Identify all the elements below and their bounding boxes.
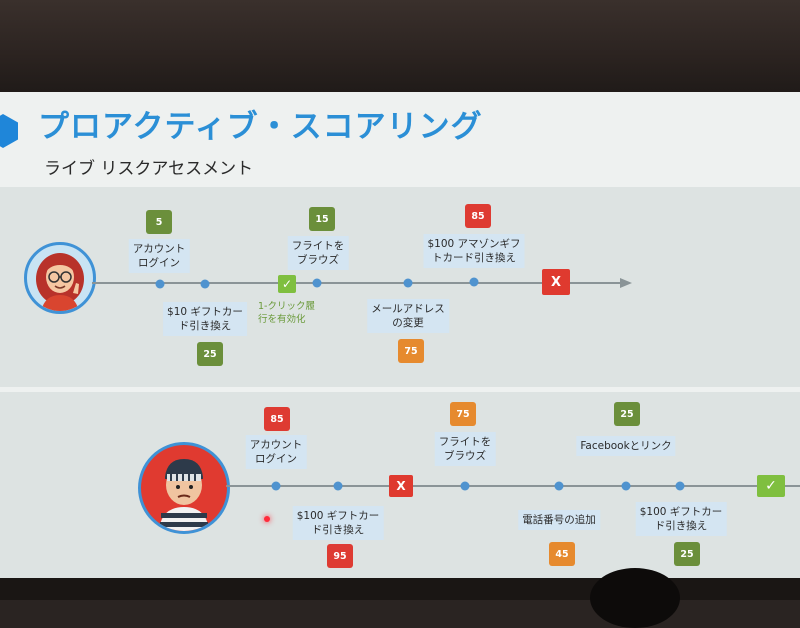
user-avatar: [24, 242, 96, 314]
timeline-node: [460, 481, 470, 491]
timeline-node: [200, 279, 210, 289]
slide-title: プロアクティブ・スコアリング: [38, 109, 483, 145]
timeline-node: [333, 481, 343, 491]
timeline-node: [271, 481, 281, 491]
room-floor: [0, 578, 800, 600]
laser-pointer-dot: [264, 516, 270, 522]
fraudster-avatar: [138, 442, 230, 534]
risk-score-badge: 85: [264, 407, 290, 431]
risk-score-badge: 95: [327, 544, 353, 568]
timeline-node: [403, 278, 413, 288]
event-label: アカウント ログイン: [128, 239, 190, 273]
risk-score-badge: 15: [309, 207, 335, 231]
event-label: フライトを ブラウズ: [287, 236, 349, 270]
hexagon-icon: [0, 114, 18, 148]
risk-score-badge: 85: [465, 204, 491, 228]
timeline-axis-2: [226, 485, 800, 487]
timeline-node: [469, 277, 479, 287]
check-icon: ✓: [278, 275, 296, 293]
event-label: 電話番号の追加: [518, 510, 600, 530]
event-label: $100 ギフトカー ド引き換え: [635, 502, 727, 536]
timeline-node: [554, 481, 564, 491]
event-label: $100 アマゾンギフ トカード引き換え: [423, 234, 525, 268]
risk-score-badge: 45: [549, 542, 575, 566]
check-icon: ✓: [757, 475, 785, 497]
risk-score-badge: 25: [674, 542, 700, 566]
event-label: アカウント ログイン: [245, 435, 307, 469]
arrow-icon: [620, 278, 632, 288]
risk-score-badge: 25: [197, 342, 223, 366]
x-icon: X: [542, 269, 570, 295]
projection-screen: プロアクティブ・スコアリング ライブ リスクアセスメント 5 アカウント ログイ…: [0, 92, 800, 582]
risk-score-badge: 5: [146, 210, 172, 234]
event-label: Facebookとリンク: [576, 436, 676, 456]
x-icon: X: [389, 475, 413, 497]
risk-score-badge: 75: [398, 339, 424, 363]
risk-score-badge: 25: [614, 402, 640, 426]
risk-score-badge: 75: [450, 402, 476, 426]
event-label: フライトを ブラウズ: [434, 432, 496, 466]
timeline-node: [312, 278, 322, 288]
event-label: $100 ギフトカー ド引き換え: [292, 506, 384, 540]
room-ceiling: [0, 0, 800, 95]
slide-subtitle: ライブ リスクアセスメント: [44, 159, 254, 179]
timeline-node: [155, 279, 165, 289]
timeline-node: [621, 481, 631, 491]
timeline-axis-1: [92, 282, 624, 284]
timeline-node: [675, 481, 685, 491]
event-label: $10 ギフトカー ド引き換え: [163, 302, 247, 336]
event-label: 1-クリック履 行を有効化: [258, 301, 315, 325]
audience-head: [590, 568, 680, 628]
event-label: メールアドレス の変更: [367, 299, 449, 333]
